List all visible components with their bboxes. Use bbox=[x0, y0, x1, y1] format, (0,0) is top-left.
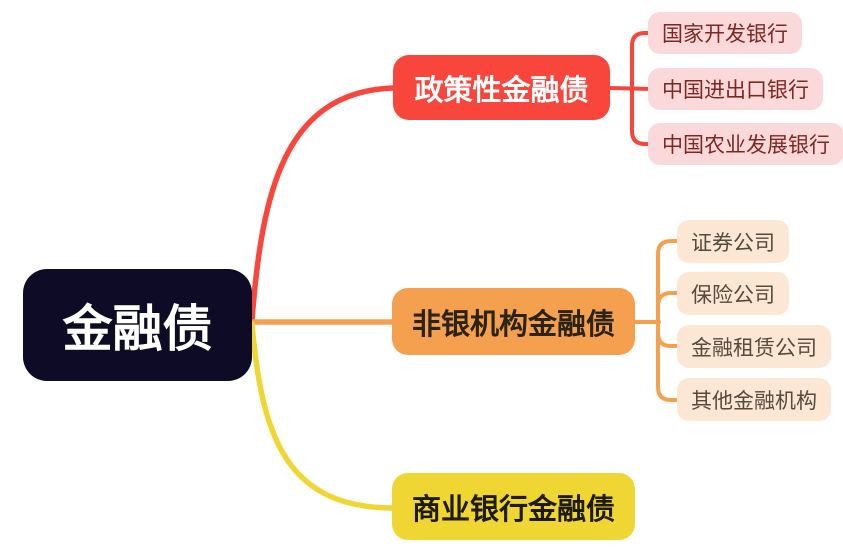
child-node-securities-company[interactable]: 证券公司 bbox=[677, 220, 789, 263]
child-node-other-financial-institutions[interactable]: 其他金融机构 bbox=[677, 378, 831, 421]
edge-branch1-to-child-1 bbox=[630, 31, 653, 90]
child-node-agricultural-development-bank[interactable]: 中国农业发展银行 bbox=[648, 123, 843, 165]
child-node-insurance-company[interactable]: 保险公司 bbox=[677, 272, 789, 315]
edge-branch2-to-child-1 bbox=[656, 239, 682, 324]
edge-root-to-branch-1 bbox=[249, 85, 396, 323]
edge-branch2-to-child-2 bbox=[656, 291, 682, 324]
branch-node-policy-financial-bonds[interactable]: 政策性金融债 bbox=[393, 55, 610, 120]
branch-node-nonbank-financial-bonds[interactable]: 非银机构金融债 bbox=[392, 288, 635, 355]
edge-branch2-to-child-4 bbox=[656, 320, 682, 402]
edge-root-to-branch-3 bbox=[249, 321, 397, 511]
child-node-financial-leasing-company[interactable]: 金融租赁公司 bbox=[677, 325, 831, 368]
child-node-china-development-bank[interactable]: 国家开发银行 bbox=[648, 12, 802, 54]
child-node-export-import-bank[interactable]: 中国进出口银行 bbox=[648, 68, 823, 110]
root-node-financial-bonds[interactable]: 金融债 bbox=[23, 269, 252, 381]
branch-node-commercial-bank-financial-bonds[interactable]: 商业银行金融债 bbox=[392, 473, 635, 540]
edge-branch1-to-child-3 bbox=[630, 87, 653, 146]
